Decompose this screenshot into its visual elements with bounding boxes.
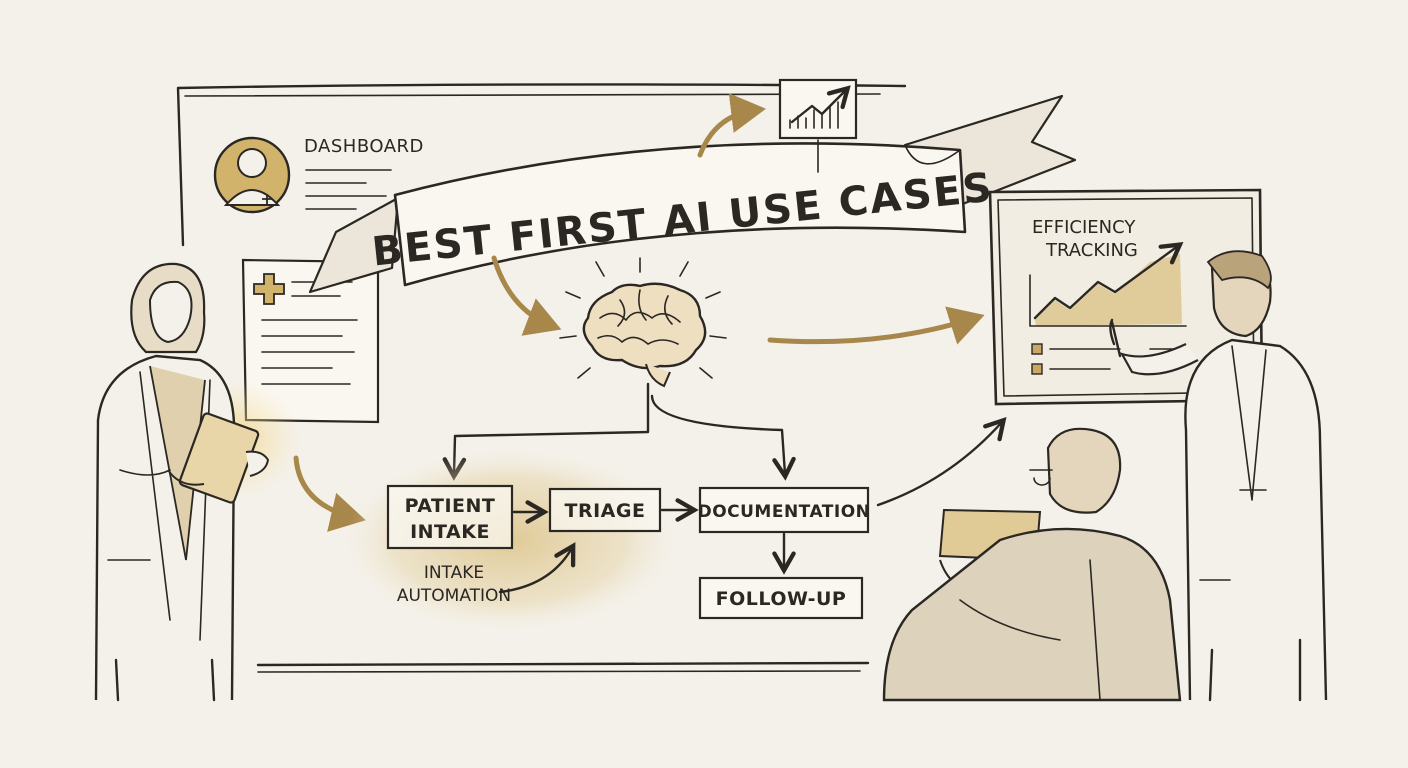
medical-cross-icon bbox=[253, 273, 285, 305]
triage-box: TRIAGE bbox=[548, 487, 662, 533]
svg-text:DOCUMENTATION: DOCUMENTATION bbox=[698, 502, 871, 522]
pointing-doctor bbox=[1109, 250, 1328, 702]
svg-text:INTAKE: INTAKE bbox=[410, 521, 490, 543]
doctor-to-intake-arrow bbox=[293, 455, 366, 532]
svg-text:PATIENT: PATIENT bbox=[405, 495, 496, 517]
dashboard-panel: DASHBOARD bbox=[213, 136, 424, 214]
svg-text:TRIAGE: TRIAGE bbox=[565, 500, 646, 522]
svg-text:FOLLOW-UP: FOLLOW-UP bbox=[716, 588, 847, 610]
intake-automation-note: INTAKE AUTOMATION bbox=[397, 542, 576, 606]
documentation-box: DOCUMENTATION bbox=[698, 486, 871, 534]
svg-text:AUTOMATION: AUTOMATION bbox=[397, 586, 511, 606]
brain-icon bbox=[559, 257, 727, 388]
seated-man bbox=[882, 427, 1182, 702]
avatar-icon bbox=[213, 136, 291, 214]
brain-to-tracking-arrow bbox=[767, 306, 985, 345]
documentation-to-tracking-arrow bbox=[876, 416, 1007, 507]
title-banner: BEST FIRST AI USE CASES bbox=[308, 94, 1077, 294]
trend-chart-icon bbox=[697, 78, 858, 173]
dashboard-label: DASHBOARD bbox=[304, 136, 424, 157]
efficiency-tracking-board: EFFICIENCY TRACKING bbox=[988, 188, 1264, 406]
efficiency-label: EFFICIENCY bbox=[1032, 217, 1136, 238]
follow-up-box: FOLLOW-UP bbox=[698, 576, 864, 620]
tracking-label: TRACKING bbox=[1045, 240, 1138, 261]
banner-to-brain-arrow bbox=[491, 255, 562, 336]
svg-text:INTAKE: INTAKE bbox=[424, 563, 484, 583]
doctor-with-tablet bbox=[94, 262, 302, 702]
patient-intake-box: PATIENT INTAKE bbox=[386, 484, 514, 550]
